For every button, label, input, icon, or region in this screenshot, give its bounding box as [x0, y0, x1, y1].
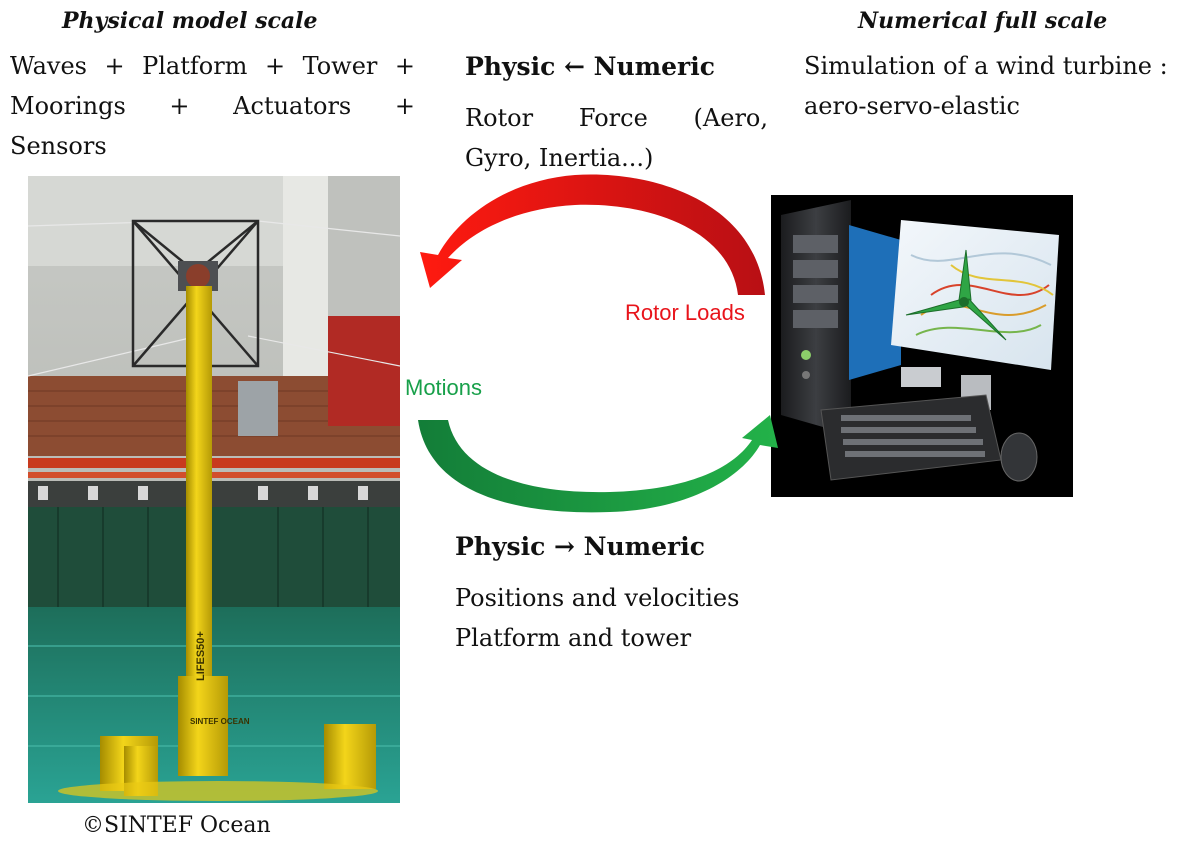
rotor-loads-label: Rotor Loads [625, 300, 745, 325]
positions-line-1: Positions and velocities [455, 584, 740, 612]
rotor-force-description: Rotor Force (Aero, Gyro, Inertia...) [465, 98, 768, 178]
numerical-desc-line-1: Simulation of a wind turbine : [804, 52, 1168, 80]
physic-to-numeric-heading: Physic → Numeric [455, 532, 705, 561]
positions-line-2: Platform and tower [455, 624, 692, 652]
physical-desc-line-1: Waves + Platform + Tower + [10, 52, 415, 80]
buoy-label-text: SINTEF OCEAN [190, 717, 250, 726]
motions-arrow [418, 415, 778, 513]
computer-simulation-image [771, 195, 1073, 497]
physical-desc-line-2: Moorings + Actuators + [10, 92, 415, 120]
tower-label-text: LIFES50+ [195, 631, 207, 681]
rotor-force-line-1: Rotor Force (Aero, [465, 104, 768, 132]
numerical-desc-line-2: aero-servo-elastic [804, 92, 1020, 120]
cycle-arrows [418, 174, 778, 513]
rotor-loads-arrow [420, 174, 765, 295]
physical-model-heading: Physical model scale [62, 8, 318, 34]
numerical-description: Simulation of a wind turbine : aero-serv… [804, 46, 1168, 126]
photo-credit-caption: ©SINTEF Ocean [82, 813, 271, 838]
physical-model-photo: LIFES50+ SINTEF OCEAN [28, 176, 400, 803]
physical-desc-line-3: Sensors [10, 132, 107, 160]
physical-model-description: Waves + Platform + Tower + Moorings + Ac… [10, 46, 415, 166]
motions-label: Motions [405, 375, 483, 400]
physic-from-numeric-heading: Physic ← Numeric [465, 52, 715, 81]
rotor-force-line-2: Gyro, Inertia...) [465, 144, 654, 172]
positions-description: Positions and velocities Platform and to… [455, 578, 739, 658]
numerical-full-scale-heading: Numerical full scale [858, 8, 1108, 34]
